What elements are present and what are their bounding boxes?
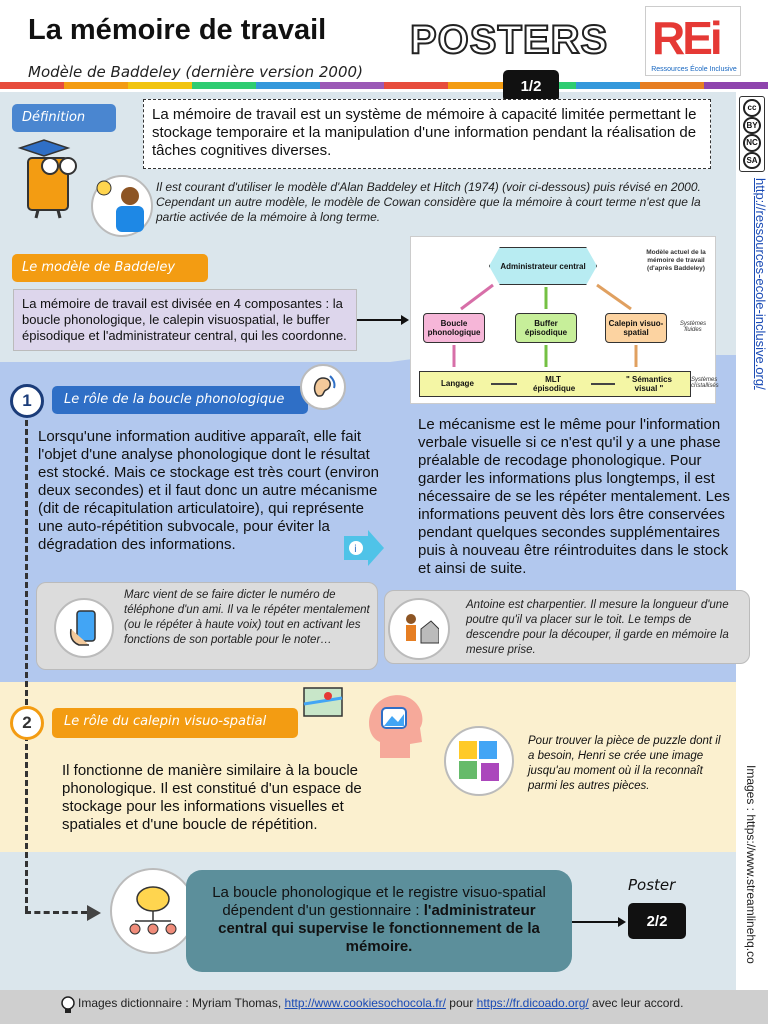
stripe-segment <box>640 82 704 89</box>
example-puzzle-text: Pour trouver la pièce de puzzle dont il … <box>528 735 721 792</box>
carpenter-icon <box>388 598 450 660</box>
model-text: La mémoire de travail est divisée en 4 c… <box>13 289 357 351</box>
page-indicator: 1/2 <box>503 70 559 102</box>
logo-caption: Ressources École Inclusive <box>651 66 737 73</box>
example-marc-text: Marc vient de se faire dicter le numéro … <box>124 589 370 646</box>
summary-text: La boucle phonologique et le registre vi… <box>212 884 546 919</box>
boucle-right-text: Le mécanisme est le même pour l'informat… <box>418 416 730 577</box>
map-icon <box>302 684 344 720</box>
stripe-segment <box>448 82 512 89</box>
example-antoine-text: Antoine est charpentier. Il mesure la lo… <box>466 599 729 656</box>
poster-label: Poster <box>628 876 676 894</box>
calepin-text: Il fonctionne de manière similaire à la … <box>62 762 362 833</box>
footer-credits: Images dictionnaire : Myriam Thomas, htt… <box>78 996 683 1010</box>
timeline-dashed-horizontal <box>25 905 101 921</box>
calepin-label: Le rôle du calepin visuo-spatial <box>52 708 298 738</box>
footer-suffix: avec leur accord. <box>588 996 684 1010</box>
footer-bar <box>0 990 768 1024</box>
diagram-ltm-box <box>419 371 691 397</box>
diagram-cristallises: Systèmes cristallisés <box>691 377 719 389</box>
cc-icon: cc <box>743 99 761 117</box>
nc-icon: NC <box>743 134 761 152</box>
footer-prefix: Images dictionnaire : Myriam Thomas, <box>78 996 285 1010</box>
arrow-to-diagram <box>357 315 409 325</box>
teacher-idea-icon <box>91 175 153 237</box>
by-icon: BY <box>743 116 761 134</box>
sa-icon: SA <box>743 151 761 169</box>
color-stripe <box>0 82 768 89</box>
baddeley-diagram: Administrateur central Boucle phonologiq… <box>410 236 719 404</box>
diagram-langage: Langage <box>441 379 474 388</box>
posters-heading: POSTERS <box>409 17 609 63</box>
page-title: La mémoire de travail <box>28 14 327 46</box>
diagram-semantics: " Sémantics visual " <box>625 375 673 393</box>
dicoado-link[interactable]: https://fr.dicoado.org/ <box>476 996 589 1010</box>
cookiesochocola-link[interactable]: http://www.cookiesochocola.fr/ <box>284 996 446 1010</box>
stripe-segment <box>0 82 64 89</box>
diagram-arrows <box>452 283 638 385</box>
diagram-mlt: MLT épisodique <box>533 375 576 393</box>
info-arrow-icon: i <box>344 530 384 566</box>
timeline-dashed-vertical <box>25 420 28 912</box>
boucle-left-text: Lorsqu'une information auditive apparaît… <box>38 428 379 553</box>
phone-icon <box>54 598 114 658</box>
stripe-segment <box>576 82 640 89</box>
stripe-segment <box>64 82 128 89</box>
intro-text: Il est courant d'utiliser le modèle d'Al… <box>156 180 701 224</box>
svg-text:i: i <box>354 544 357 555</box>
logo-letters: REi <box>652 12 723 64</box>
diagram-caption: Modèle actuel de la mémoire de travail (… <box>646 249 706 272</box>
diagram-admin-box: Administrateur central <box>489 247 597 285</box>
rei-logo[interactable]: REi Ressources École Inclusive <box>645 6 741 76</box>
site-link[interactable]: http://ressources-ecole-inclusive.org/ <box>753 178 768 390</box>
diagram-boucle-box: Boucle phonologique <box>423 313 485 343</box>
book-character-icon <box>17 139 77 219</box>
next-poster-button[interactable]: 2/2 <box>628 903 686 939</box>
images-credit: Images : https://www.streamlinehq.co <box>744 765 758 964</box>
definition-text: La mémoire de travail est un système de … <box>143 99 711 169</box>
cc-license-badge: cc BY NC SA <box>739 96 765 172</box>
arrow-to-next-poster <box>572 917 626 927</box>
stripe-segment <box>128 82 192 89</box>
footer-middle: pour <box>445 996 477 1010</box>
stripe-segment <box>256 82 320 89</box>
brain-network-icon <box>110 868 196 954</box>
boucle-label: Le rôle de la boucle phonologique <box>52 386 308 414</box>
diagram-calepin-box: Calepin visuo-spatial <box>605 313 667 343</box>
stripe-segment <box>192 82 256 89</box>
summary-box: La boucle phonologique et le registre vi… <box>186 870 572 972</box>
model-label: Le modèle de Baddeley <box>12 254 208 282</box>
section-1-number: 1 <box>10 384 44 418</box>
puzzle-icon <box>444 726 514 796</box>
diagram-fluides: Systèmes fluides <box>679 321 707 333</box>
page-subtitle: Modèle de Baddeley (dernière version 200… <box>28 63 363 81</box>
definition-label: Définition <box>12 104 116 132</box>
stripe-segment <box>384 82 448 89</box>
head-image-icon <box>360 688 430 760</box>
ear-icon <box>300 364 346 410</box>
lightbulb-icon <box>60 996 76 1019</box>
summary-bold-text: l'administrateur central qui supervise l… <box>218 902 540 955</box>
stripe-segment <box>704 82 768 89</box>
stripe-segment <box>320 82 384 89</box>
diagram-buffer-box: Buffer épisodique <box>515 313 577 343</box>
section-2-number: 2 <box>10 706 44 740</box>
